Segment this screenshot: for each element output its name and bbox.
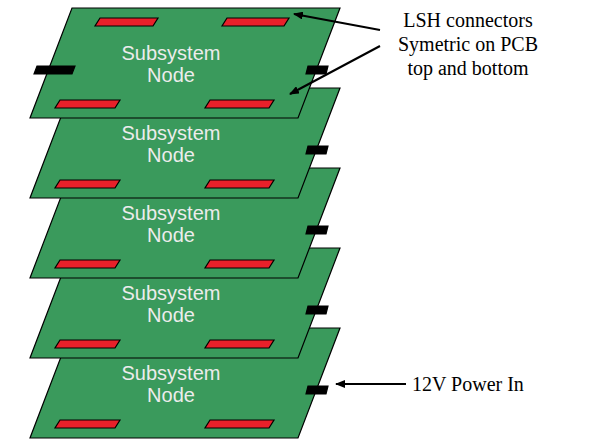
power-connector [306,306,328,314]
node-label: Subsystem Node [115,282,227,326]
pcb-board [30,8,340,118]
power-connector [306,66,328,74]
lsh-connector [55,420,120,428]
lsh-connector [95,18,158,26]
callout-label: 12V Power In [412,372,524,396]
node-label: Subsystem Node [115,42,227,86]
callout-label: LSH connectors Symetric on PCB top and b… [383,8,553,80]
lsh-connector [205,260,274,268]
lsh-connector [55,100,120,108]
subsystem-node: Subsystem Node [115,42,227,86]
lsh-connector [55,180,120,188]
lsh-connector [222,18,289,26]
subsystem-node: Subsystem Node [115,362,227,406]
node-label: Subsystem Node [115,362,227,406]
node-label: Subsystem Node [115,122,227,166]
leader-line [294,14,380,30]
power-connector [306,146,328,154]
lsh-connector [205,100,274,108]
lsh-connector [205,420,274,428]
lsh-connector [205,180,274,188]
power-connector [306,226,328,234]
edge-connector [34,66,75,74]
leader-line [336,383,406,385]
subsystem-node: Subsystem Node [115,282,227,326]
node-label: Subsystem Node [115,202,227,246]
lsh-connector [55,340,120,348]
power-connector [306,386,328,394]
leader-line [290,46,380,94]
subsystem-node: Subsystem Node [115,122,227,166]
subsystem-node: Subsystem Node [115,202,227,246]
lsh-connector [205,340,274,348]
lsh-connector [55,260,120,268]
